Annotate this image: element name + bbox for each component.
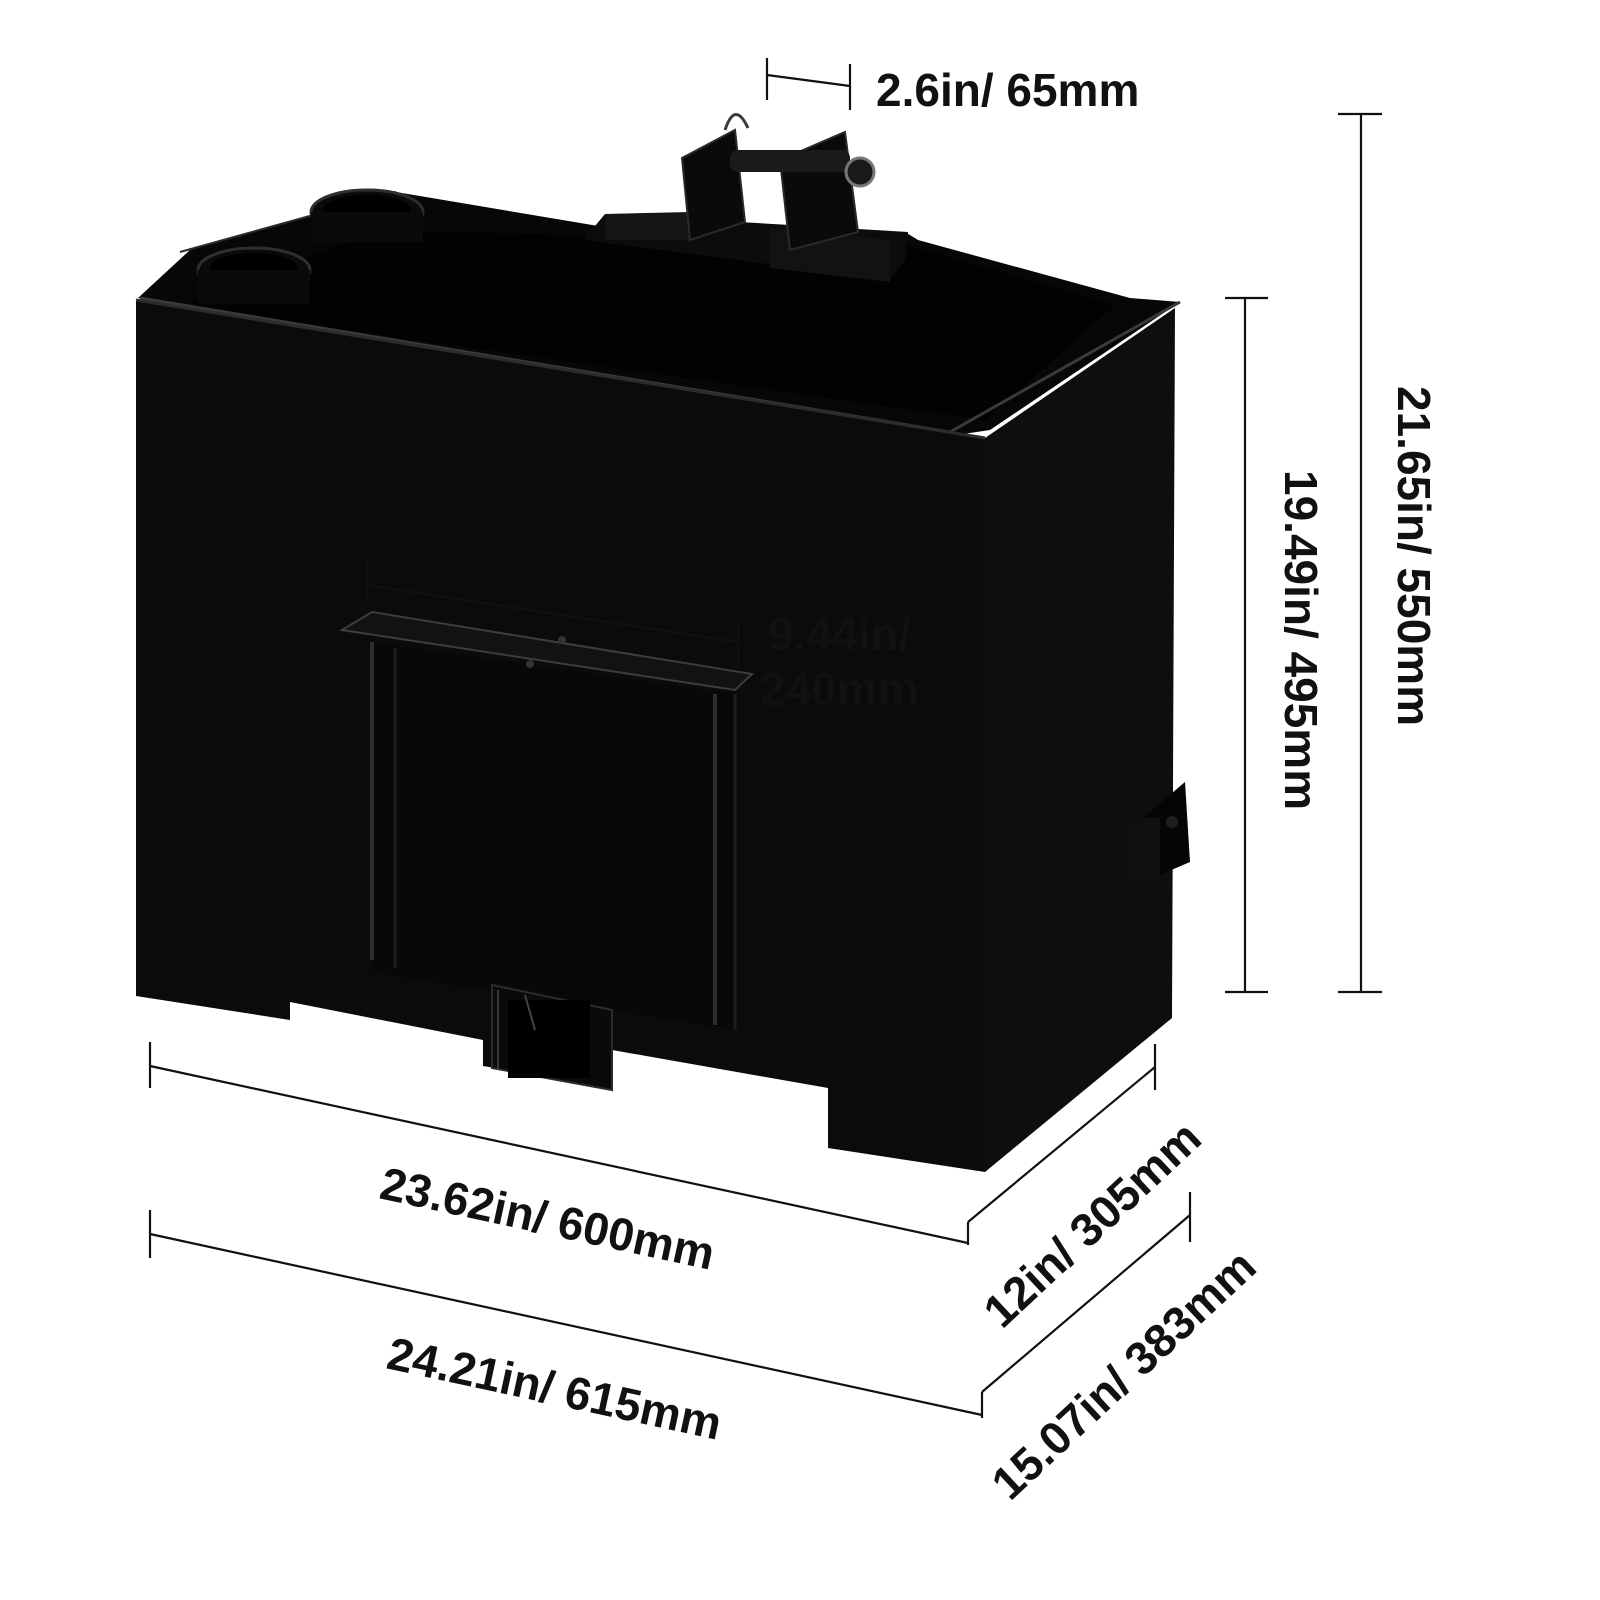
overall-height-label: 21.65in/ 550mm — [1388, 386, 1440, 726]
box-front-top-edge — [135, 298, 986, 440]
dim-hitch-pin-width: 2.6in/ 65mm — [765, 58, 1139, 116]
overall-width-label: 24.21in/ 615mm — [383, 1327, 726, 1450]
body-height-label: 19.49in/ 495mm — [1275, 470, 1327, 810]
dim-overall-depth: 15.07in/ 383mm — [981, 1192, 1266, 1509]
body-width-label: 23.62in/ 600mm — [376, 1157, 719, 1280]
top-pipe-right — [309, 188, 425, 242]
side-hitch-bracket — [1130, 782, 1190, 880]
box-rim-highlight-side — [949, 300, 1181, 434]
receiver-hitch-tube — [491, 983, 613, 1092]
dim-receiver-plate-width: 9.44in/ 240mm — [365, 560, 919, 715]
dim-body-height: 19.49in/ 495mm — [1225, 296, 1327, 994]
box-side-face — [985, 308, 1175, 1172]
top-hitch-mount — [585, 113, 908, 282]
top-pipe-left — [196, 246, 312, 304]
receiver-plate-width-label-line2: 240mm — [760, 663, 919, 715]
receiver-plate-width-label-line1: 9.44in/ — [768, 608, 911, 660]
front-receiver-plate — [339, 610, 755, 1030]
ballast-box — [135, 113, 1190, 1172]
hitch-pin-width-label: 2.6in/ 65mm — [876, 64, 1139, 116]
dim-overall-height: 21.65in/ 550mm — [1338, 112, 1440, 994]
